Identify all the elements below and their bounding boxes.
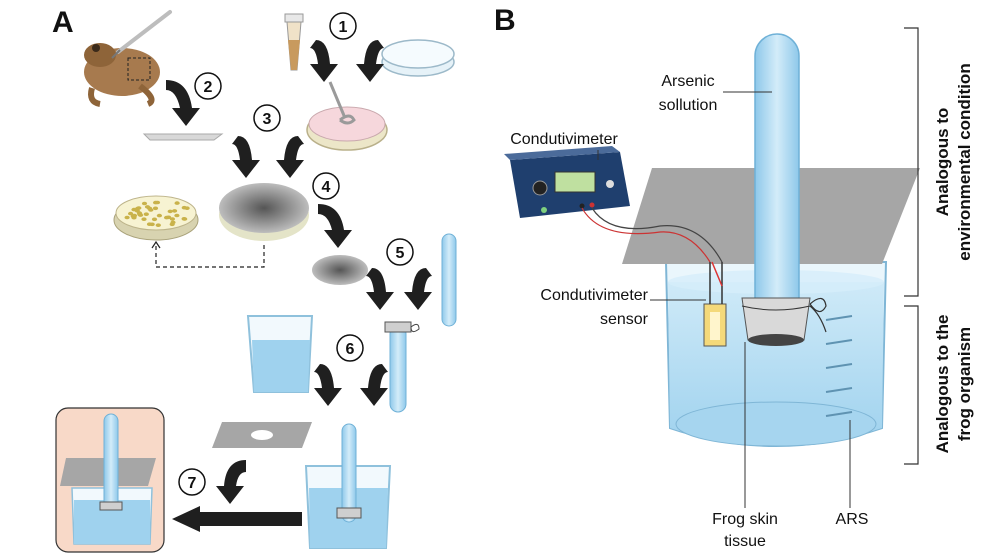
- colony-dot: [155, 223, 161, 227]
- step-4-marker: 4: [312, 172, 340, 200]
- svg-text:4: 4: [322, 179, 331, 196]
- colony-dot: [151, 217, 158, 222]
- svg-text:6: 6: [346, 341, 355, 358]
- skin-disc-small: [312, 255, 368, 285]
- svg-text:3: 3: [263, 111, 272, 128]
- sensor-cable: [581, 207, 711, 263]
- leader-lines: [597, 91, 851, 508]
- colony-dot: [152, 206, 159, 211]
- sheet-with-hole-icon: [212, 422, 312, 448]
- frog-skin-label-2: tissue: [724, 533, 766, 550]
- step-2-marker: 2: [194, 72, 222, 100]
- step-6-marker: 6: [336, 334, 364, 362]
- beaker-icon: [246, 315, 314, 393]
- svg-text:2: 2: [204, 79, 213, 96]
- environment-bracket: [904, 27, 919, 297]
- dashed-connector: [155, 242, 265, 268]
- falcon-tube-icon: [284, 13, 304, 71]
- panel-b-letter: B: [494, 4, 516, 37]
- sensor-label-2: sensor: [600, 311, 649, 328]
- colony-dot: [182, 217, 188, 221]
- colony-dot: [172, 209, 178, 213]
- glass-tube-empty-icon: [441, 233, 457, 327]
- organism-side-label: Analogous to the frog organism: [933, 315, 974, 454]
- glass-slide-icon: [142, 133, 224, 141]
- colony-dot: [131, 213, 138, 218]
- colony-dot: [136, 206, 142, 210]
- colony-dot: [124, 215, 130, 220]
- environment-side-label: Analogous to environmental condition: [933, 63, 974, 260]
- assembly-inset: [55, 407, 165, 553]
- step-5-marker: 5: [386, 238, 414, 266]
- step-markers: 1 2 3 4 5 6 7: [178, 12, 414, 496]
- colony-dot: [170, 220, 176, 225]
- sensor-label-1: Condutivimeter: [540, 287, 648, 304]
- colony-dot: [174, 213, 180, 218]
- petri-dish-culture-icon: [306, 81, 388, 151]
- organism-bracket: [904, 305, 919, 465]
- glass-tube-skin-icon: [384, 321, 420, 413]
- colony-dot: [137, 212, 143, 216]
- step-3-marker: 3: [253, 104, 281, 132]
- colony-dot: [128, 211, 134, 216]
- beaker-tube-icon: [304, 423, 392, 549]
- colony-dot: [164, 215, 170, 220]
- colony-dot: [169, 217, 175, 221]
- condutivimeter-label: Condutivimeter: [510, 131, 618, 148]
- condutivimeter-device: [504, 146, 630, 218]
- skin-holder: [741, 297, 827, 346]
- colony-dot: [167, 209, 173, 214]
- arsenic-label-1: Arsenic: [661, 73, 714, 90]
- panel-a-letter: A: [52, 6, 74, 39]
- svg-text:frog organism: frog organism: [955, 327, 974, 441]
- colony-dot: [153, 200, 159, 205]
- svg-text:1: 1: [339, 19, 348, 36]
- frog-icon: [84, 43, 160, 107]
- colony-dot: [181, 205, 187, 210]
- conductivity-sensor: [703, 261, 727, 347]
- colony-dot: [144, 205, 151, 209]
- colony-dot: [143, 212, 149, 216]
- svg-text:Analogous to: Analogous to: [933, 108, 952, 217]
- arsenic-tube: [754, 33, 800, 325]
- colony-dot: [141, 217, 147, 221]
- scalpel-icon: [111, 10, 172, 59]
- colony-dot: [134, 209, 140, 213]
- petri-dish-empty-icon: [381, 39, 455, 77]
- colony-dot: [149, 222, 155, 227]
- arsenic-label-2: sollution: [659, 97, 718, 114]
- colony-dots: [124, 200, 190, 227]
- skin-disc-large: [219, 183, 309, 241]
- svg-text:5: 5: [396, 245, 405, 262]
- step-7-marker: 7: [178, 468, 206, 496]
- ars-label: ARS: [836, 511, 869, 528]
- process-arrows: [166, 40, 432, 532]
- svg-text:7: 7: [188, 475, 197, 492]
- frog-skin-label-1: Frog skin: [712, 511, 778, 528]
- colony-dot: [156, 213, 162, 218]
- colony-dot: [174, 201, 180, 205]
- svg-text:environmental condition: environmental condition: [955, 63, 974, 260]
- step-1-marker: 1: [329, 12, 357, 40]
- colony-dot: [141, 201, 148, 206]
- svg-text:Analogous to the: Analogous to the: [933, 315, 952, 454]
